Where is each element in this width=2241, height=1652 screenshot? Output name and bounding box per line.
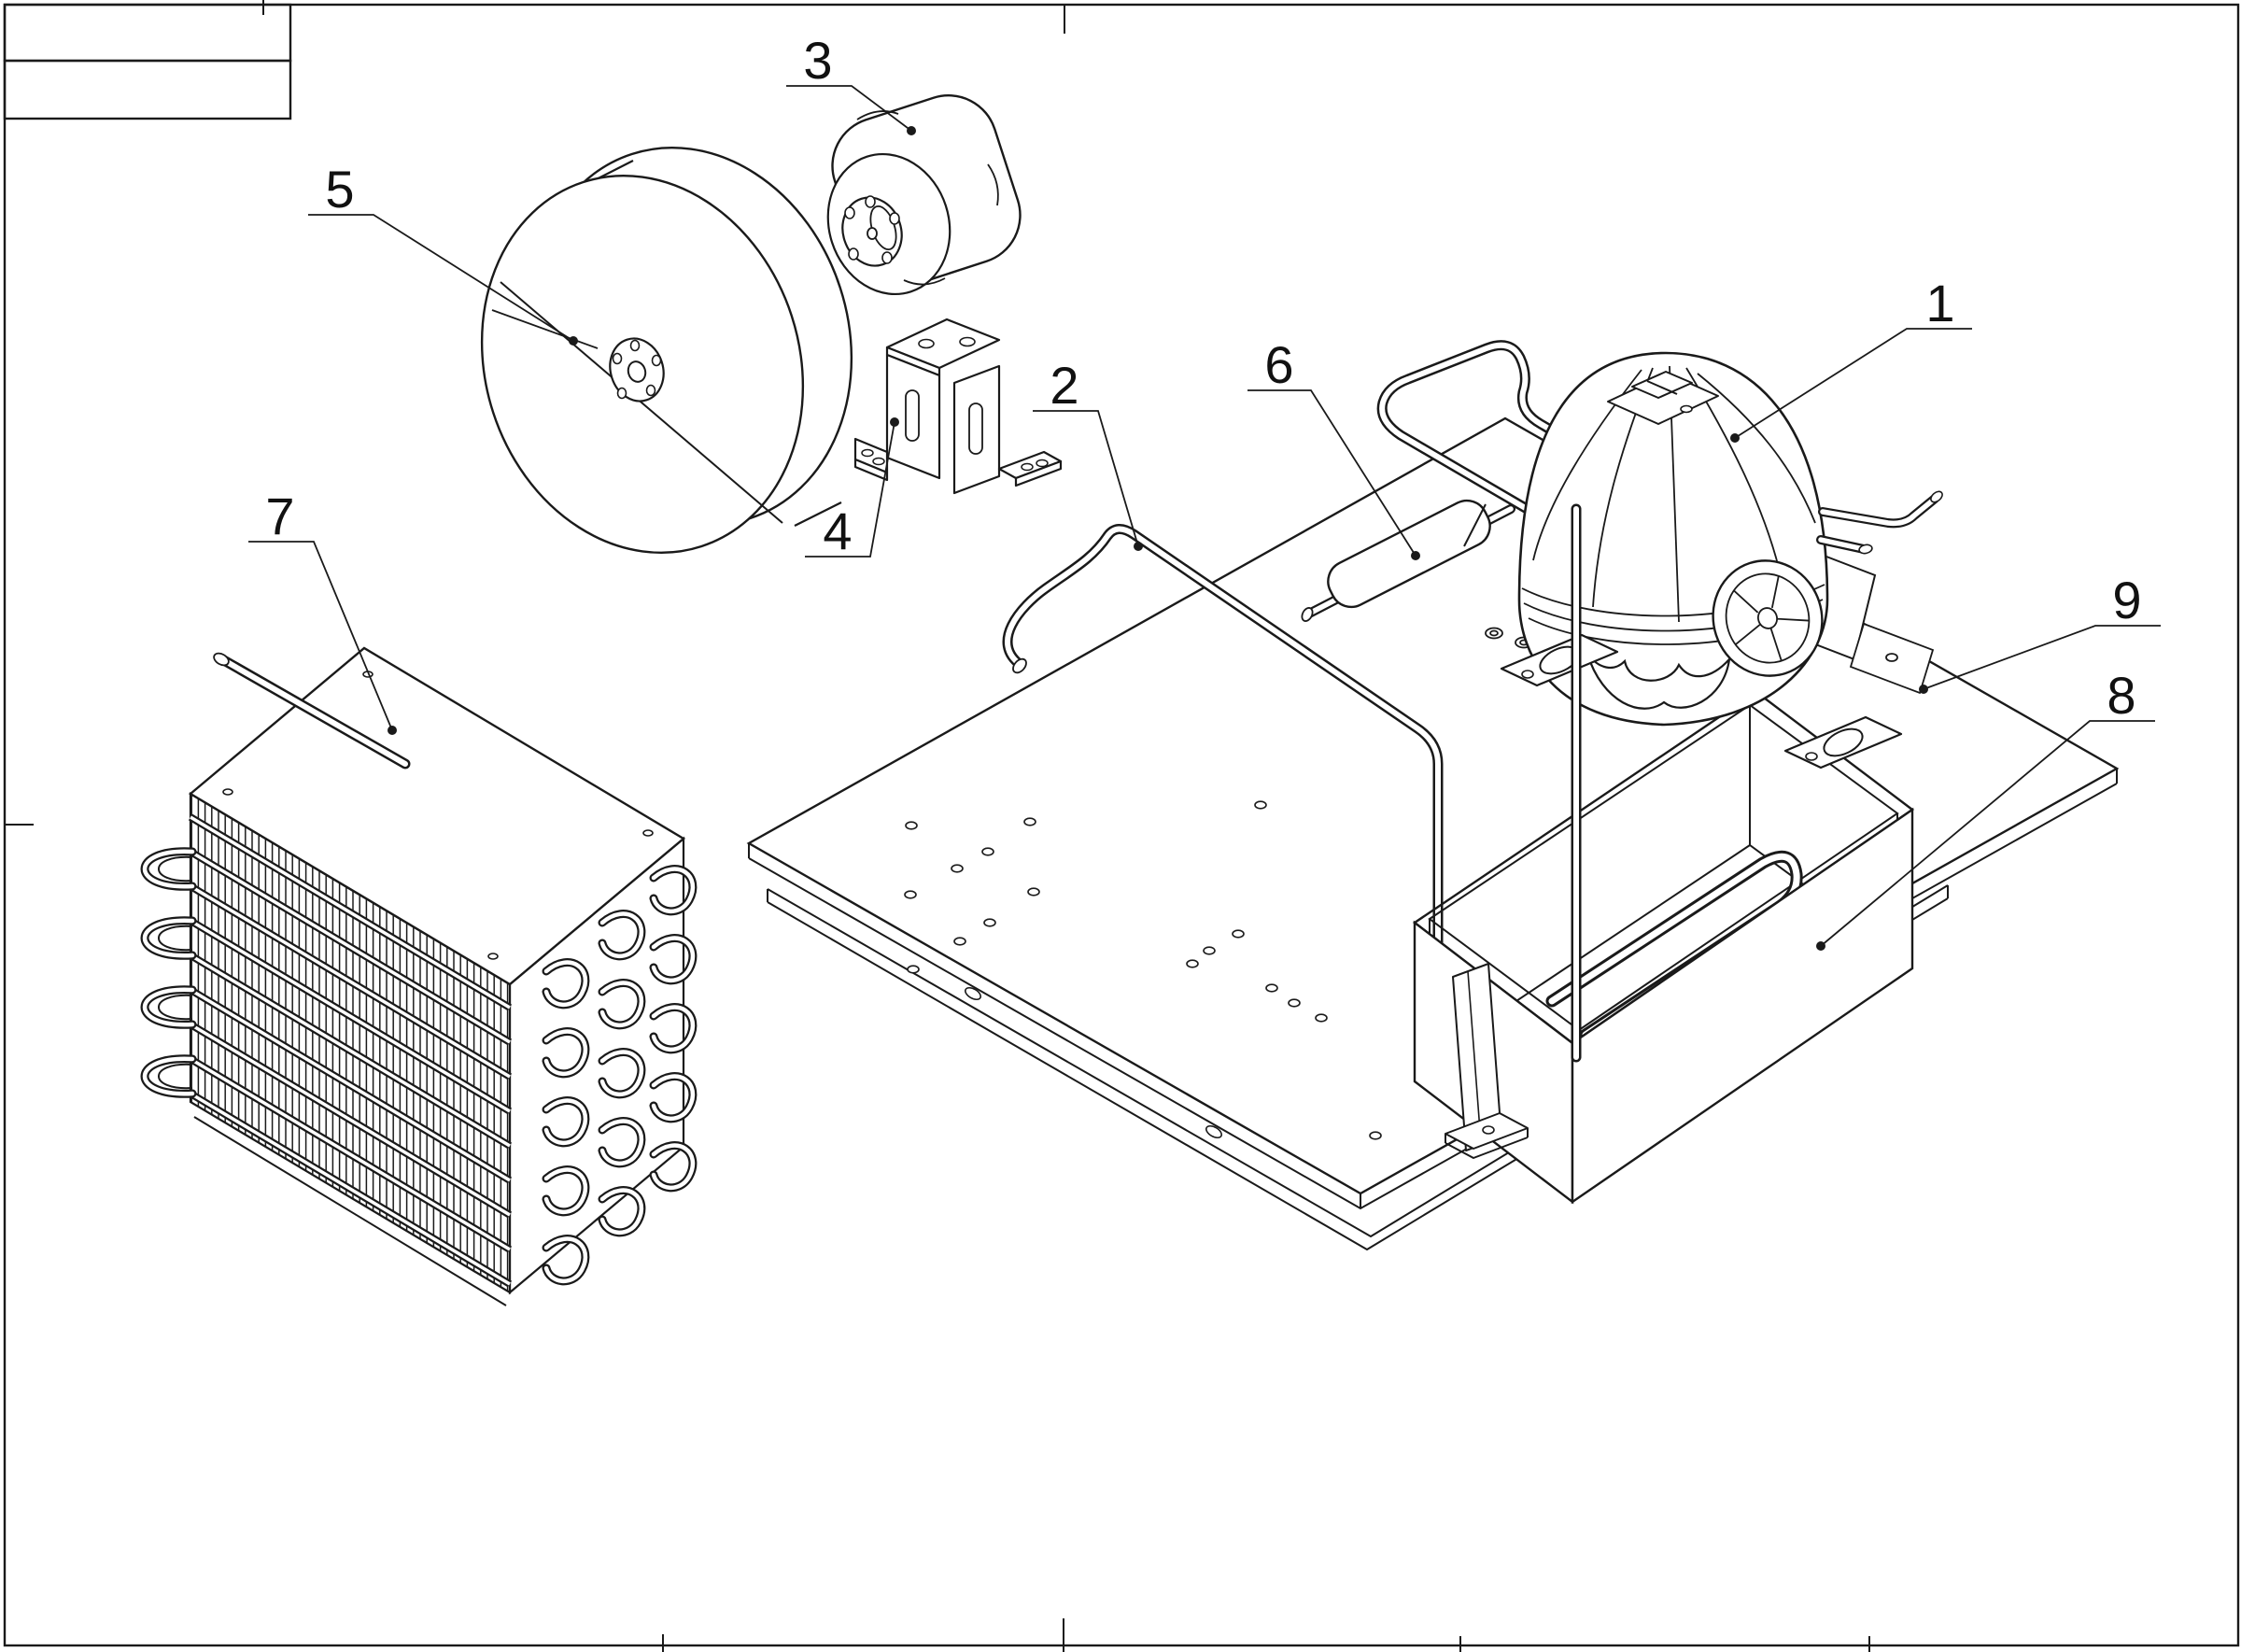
callout-2: 2 [1033,356,1143,551]
callout-6: 6 [1247,335,1420,560]
leader-dot-7 [388,726,397,735]
callout-1: 1 [1730,274,1972,443]
leader-dot-6 [1411,551,1420,560]
drain-pan-front-right-face [1571,807,1914,1205]
tube-end-cap [1012,657,1027,674]
condenser-top-plate [188,646,686,986]
callout-label-7: 7 [265,487,294,545]
drain-pan-support-bracket [1445,963,1529,1159]
callout-label-5: 5 [325,160,354,219]
drawing-frame [3,0,2240,1652]
loop-tube-drawing [1376,340,1604,544]
discharge-tube-drawing [1002,524,1444,1038]
compressor-right-tubes [1816,490,1943,555]
compressor-front-mount [1586,653,1731,710]
callout-label-4: 4 [823,501,852,560]
leader-dot-3 [907,126,916,135]
drain-pan-drawing [1412,690,1915,1205]
condenser-left-ubends [140,847,197,1098]
leader-dot-1 [1730,433,1740,443]
callout-7: 7 [248,487,397,735]
leader-dot-9 [1919,685,1928,694]
callout-label-8: 8 [2107,666,2135,725]
callout-8: 8 [1816,666,2155,951]
compressor-terminal-cover [1712,559,1824,677]
compressor-top-clip [1607,371,1719,425]
callout-4: 4 [805,417,899,560]
fan-blade-edge-line [500,281,783,524]
callout-label-6: 6 [1264,335,1293,394]
leader-dot-5 [569,336,578,346]
callout-9: 9 [1919,571,2161,694]
leader-dot-4 [890,417,899,427]
title-block-row-2 [3,59,292,120]
motor-bracket-drawing [853,318,1063,495]
filter-drier-drawing [1301,499,1515,622]
callouts: 1 2 3 4 5 6 7 [248,31,2161,951]
leader-dot-8 [1816,941,1825,951]
leader-dot-2 [1134,542,1143,551]
fan-motor-drawing [826,94,1022,296]
centering-tick-marks [5,0,1870,1652]
callout-label-3: 3 [803,31,832,90]
fan-blade-drawing [480,147,853,554]
callout-label-2: 2 [1050,356,1078,415]
fan-motor-hub [841,195,903,267]
terminal-side-plate [1849,622,1935,695]
callout-label-1: 1 [1925,274,1954,332]
condenser-inlet-tube [213,652,411,770]
filter-drier-body [1327,499,1491,609]
callout-5: 5 [308,160,578,346]
title-block-row-1 [3,3,292,63]
callout-label-9: 9 [2112,571,2141,629]
compressor-feet [1500,633,1903,770]
condenser-tube-rows [188,813,513,1288]
callout-3: 3 [786,31,916,135]
compressor-drawing [1500,351,1943,770]
condenser-coil-drawing [140,646,693,1306]
fan-blade-hub [609,337,665,402]
